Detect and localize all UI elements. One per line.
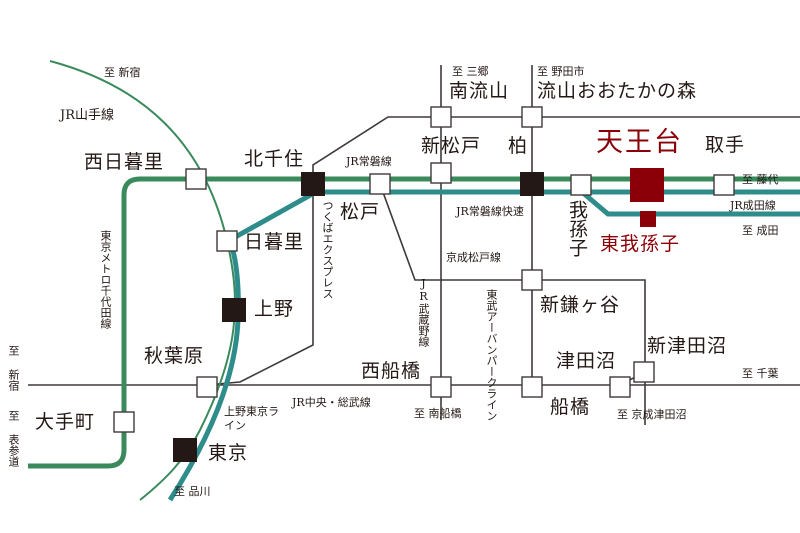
label-jr-yamanote: JR山手線 — [60, 108, 114, 123]
label-to-narita: 至 成田 — [742, 224, 779, 237]
label-tsudanuma: 津田沼 — [556, 350, 617, 372]
label-jr-joban: JR常磐線 — [346, 155, 392, 168]
jr-joban-teal-line — [167, 189, 800, 502]
station-tsudanuma — [609, 376, 631, 398]
station-abiko — [570, 174, 592, 196]
label-minami-nagareyama: 南流山 — [449, 80, 510, 102]
jr-narita-line — [580, 190, 800, 217]
label-abiko: 我孫子 — [566, 200, 588, 257]
label-nishi-funabashi: 西船橋 — [361, 360, 422, 382]
station-ueno — [222, 298, 246, 322]
label-higashi-abiko: 東我孫子 — [600, 233, 681, 255]
label-funabashi: 船橋 — [550, 396, 591, 418]
label-kita-senju: 北千住 — [244, 148, 305, 170]
station-funabashi — [521, 376, 543, 398]
tsukuba-express-line — [205, 183, 314, 386]
label-matsudo: 松戸 — [340, 201, 381, 223]
label-jr-chuo-sobu: JR中央・総武線 — [292, 396, 371, 409]
label-toride: 取手 — [705, 134, 746, 156]
label-nippori: 日暮里 — [244, 231, 305, 253]
station-akihabara — [196, 376, 218, 398]
label-tokyo-metro-chiyoda: 東京メトロ千代田線 — [99, 230, 112, 329]
label-jr-musashino: JR武蔵野線 — [417, 277, 430, 347]
station-nishi-funabashi — [430, 376, 452, 398]
station-shin-tsudanuma — [633, 361, 655, 383]
stations — [113, 106, 735, 433]
label-to-shinjuku-top: 至 新宿 — [104, 66, 141, 79]
label-tokyo: 東京 — [208, 442, 249, 464]
label-kashiwa: 柏 — [508, 135, 529, 157]
label-nagareyama-otakanomori: 流山おおたかの森 — [537, 80, 698, 102]
label-nishi-nippori: 西日暮里 — [84, 151, 165, 173]
label-to-minami-funabashi: 至 南船橋 — [414, 407, 462, 420]
label-to-keisei-tsudanuma: 至 京成津田沼 — [617, 408, 687, 421]
station-shin-matsudo — [430, 162, 452, 184]
label-akihabara: 秋葉原 — [144, 345, 205, 367]
label-ueno: 上野 — [254, 298, 295, 320]
label-to-chiba: 至 千葉 — [742, 367, 779, 380]
label-to-shinjuku-left: 至 新宿 — [7, 345, 20, 391]
label-shin-matsudo: 新松戸 — [421, 135, 482, 157]
station-tokyo — [173, 438, 197, 462]
label-to-shinagawa: 至 品川 — [174, 485, 211, 498]
label-to-misato: 至 三郷 — [452, 65, 489, 78]
label-jr-narita: JR成田線 — [730, 199, 776, 212]
major-stations — [173, 172, 544, 462]
label-jr-joban-rapid: JR常磐線快速 — [456, 205, 524, 218]
label-to-omotesando: 至 表参道 — [7, 410, 20, 467]
label-tsukuba-express: つくばエクスプレス — [321, 200, 334, 299]
label-tennodai: 天王台 — [596, 127, 683, 158]
station-nishi-nippori — [185, 168, 207, 190]
station-minami-nagareyama — [430, 106, 452, 128]
label-shin-tsudanuma: 新津田沼 — [647, 335, 728, 357]
station-fujishiro — [713, 174, 735, 196]
station-shin-kamagaya — [521, 269, 543, 291]
label-keisei-matsudo: 京成松戸線 — [446, 251, 501, 264]
label-to-fujishiro: 至 藤代 — [742, 173, 779, 186]
station-tennodai — [630, 168, 664, 202]
station-matsudo-box — [369, 173, 391, 195]
label-otemachi: 大手町 — [35, 411, 96, 433]
station-nippori — [216, 230, 238, 252]
label-ueno-tokyo-line: 上野東京ライン — [224, 405, 279, 433]
highlight-stations — [630, 168, 664, 227]
label-shin-kamagaya: 新鎌ヶ谷 — [540, 294, 621, 316]
station-nagareyama-otakanomori — [521, 106, 543, 128]
station-higashi-abiko — [640, 211, 656, 227]
station-otemachi — [113, 411, 135, 433]
station-kashiwa — [520, 172, 544, 196]
station-kita-senju — [301, 172, 325, 196]
tokyo-metro-chiyoda-line — [28, 176, 800, 469]
label-tobu-urban-park: 東武アーバンパークライン — [485, 289, 498, 421]
label-to-nodashi: 至 野田市 — [537, 65, 585, 78]
